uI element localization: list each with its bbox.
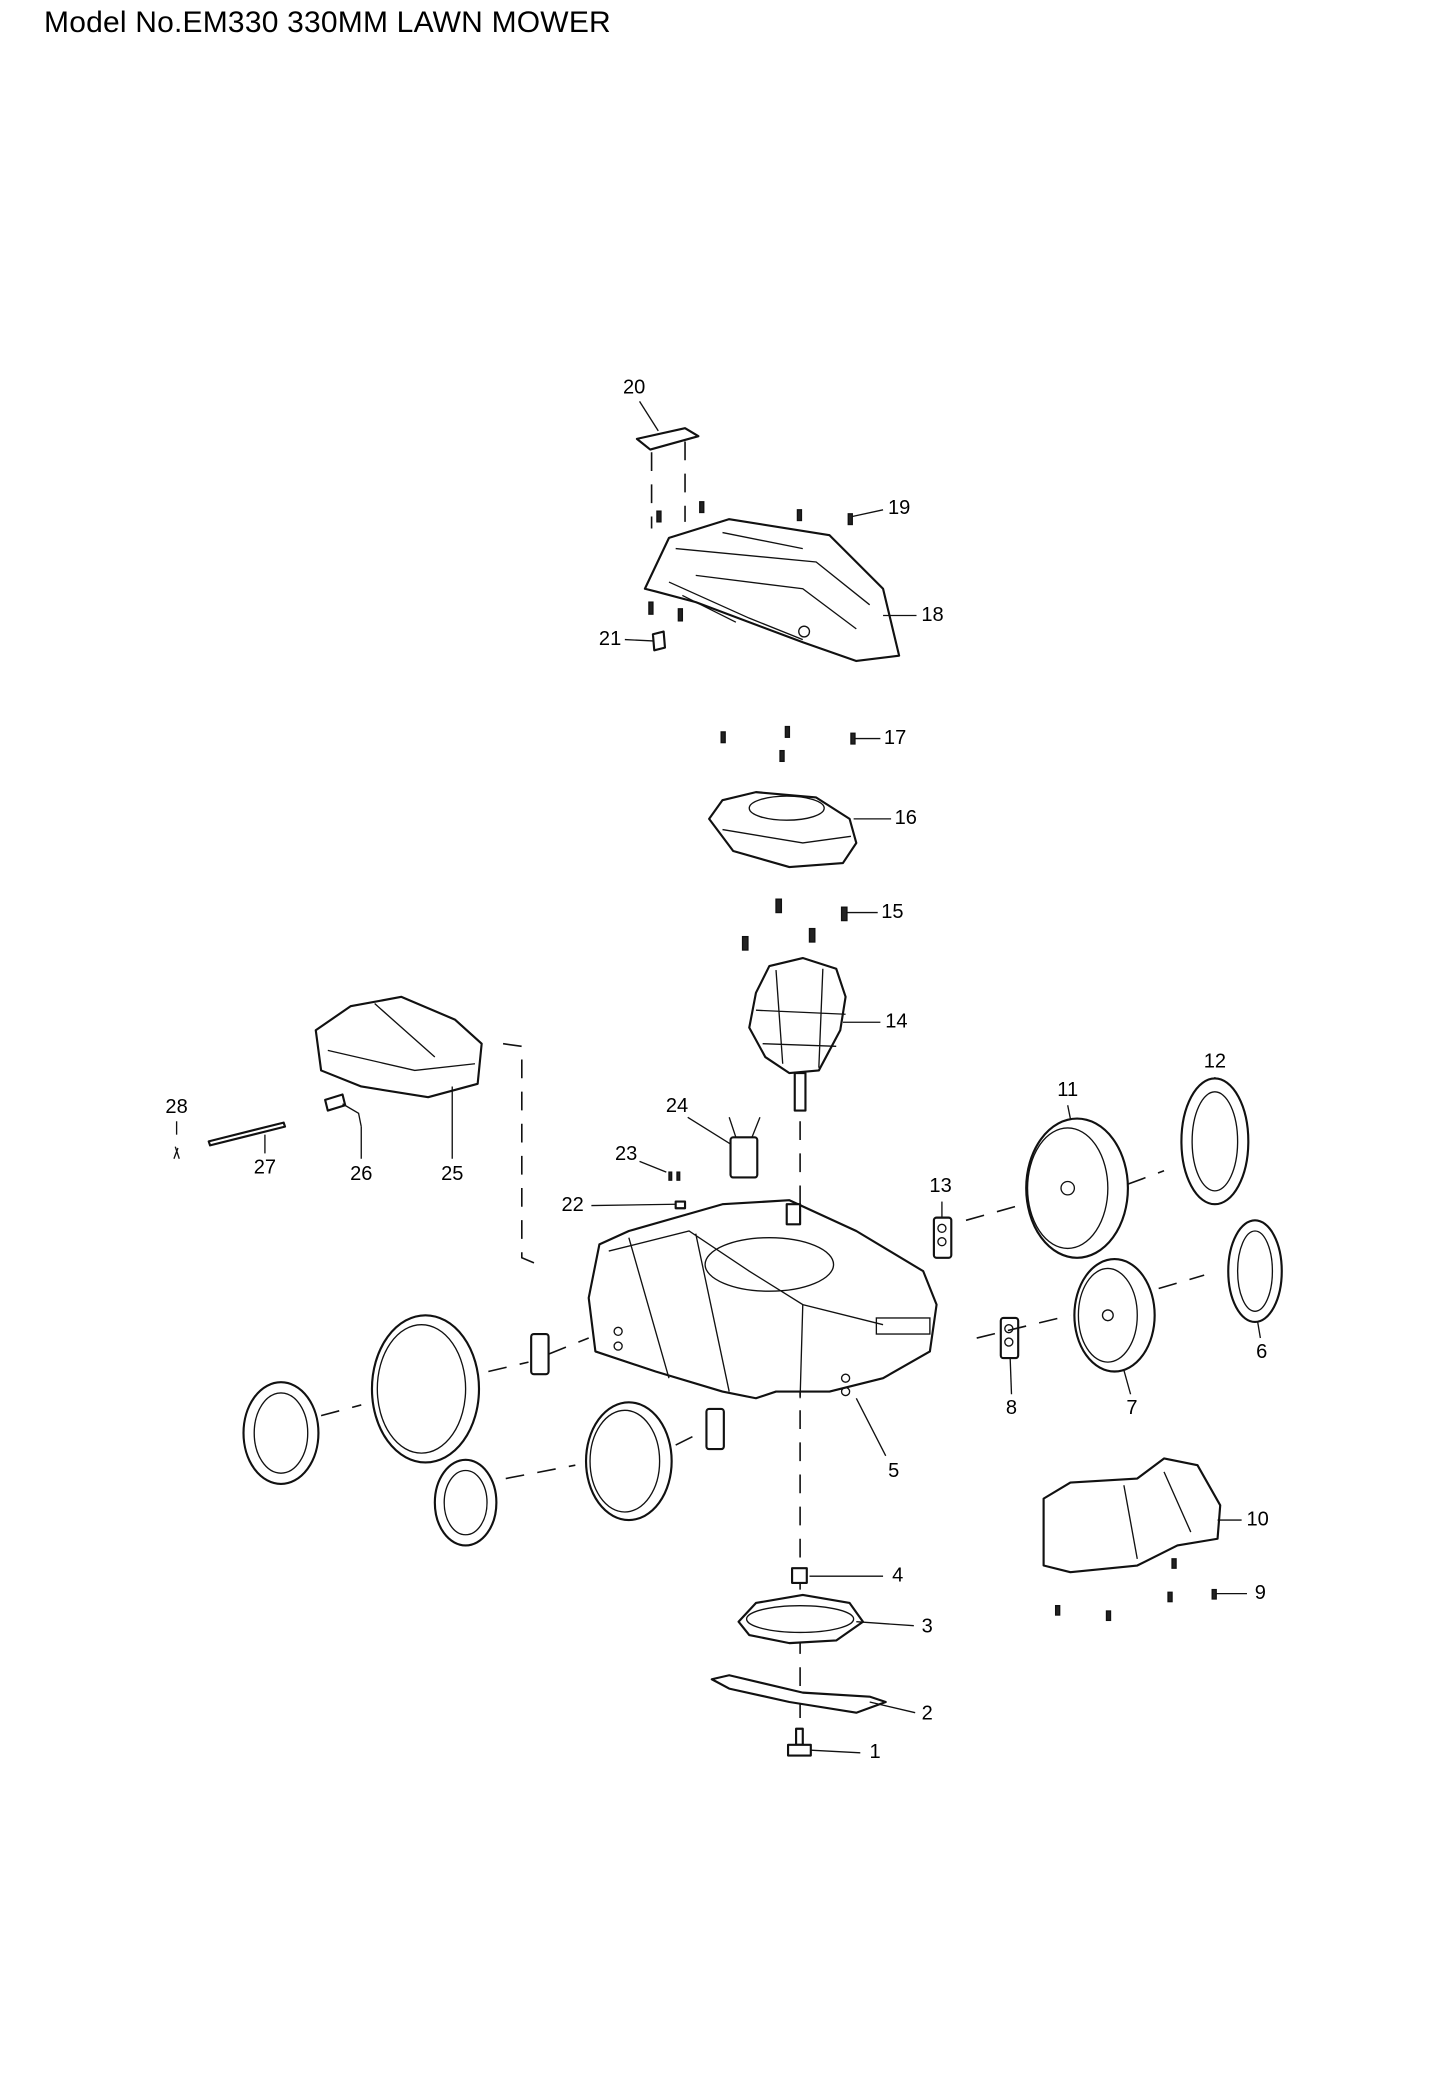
leader-line-19 xyxy=(852,509,884,518)
leader-line-1 xyxy=(810,1749,861,1754)
part-2-blade xyxy=(710,1674,887,1714)
leader-line-7 xyxy=(1123,1369,1132,1395)
part-17-screws xyxy=(720,725,856,763)
part-26-spring xyxy=(324,1093,362,1127)
leader-line-23 xyxy=(639,1160,667,1173)
part-24-capacitor xyxy=(728,1117,761,1179)
leader-line-22 xyxy=(591,1203,676,1207)
leader-line-2 xyxy=(869,1701,916,1714)
part-label-8: 8 xyxy=(1006,1397,1017,1419)
part-label-23: 23 xyxy=(615,1143,637,1165)
part-21-cable-clip xyxy=(648,601,684,652)
part-label-14: 14 xyxy=(885,1011,907,1033)
part-label-11: 11 xyxy=(1057,1079,1078,1101)
part-label-22: 22 xyxy=(561,1194,583,1216)
leader-line-21 xyxy=(624,638,653,642)
part-20-clip xyxy=(635,427,700,529)
part-label-16: 16 xyxy=(895,807,917,829)
part-13-wheel-bracket xyxy=(932,1216,953,1259)
part-label-10: 10 xyxy=(1247,1508,1269,1530)
leader-line-3 xyxy=(856,1621,914,1627)
part-label-7: 7 xyxy=(1126,1397,1137,1419)
part-11-rear-wheel xyxy=(1025,1117,1129,1259)
part-label-24: 24 xyxy=(666,1095,688,1117)
part-15-screws xyxy=(741,898,848,951)
part-label-18: 18 xyxy=(921,604,943,626)
part-6-wheel-cap xyxy=(1227,1219,1283,1324)
part-25-rear-flap xyxy=(314,995,483,1099)
part-label-6: 6 xyxy=(1256,1341,1267,1363)
leader-line-6 xyxy=(1257,1321,1262,1339)
part-label-12: 12 xyxy=(1204,1051,1226,1073)
part-label-13: 13 xyxy=(929,1175,951,1197)
part-label-3: 3 xyxy=(922,1615,933,1637)
leader-line-5 xyxy=(855,1397,887,1457)
part-label-17: 17 xyxy=(884,727,906,749)
part-8-wheel-bracket xyxy=(999,1316,1020,1360)
part-7-front-wheel xyxy=(1073,1258,1156,1373)
part-19-screws xyxy=(656,501,853,526)
part-label-2: 2 xyxy=(922,1702,933,1724)
part-label-1: 1 xyxy=(869,1741,880,1763)
part-label-19: 19 xyxy=(888,497,910,519)
part-label-21: 21 xyxy=(599,628,621,650)
leader-line-24 xyxy=(687,1116,731,1145)
leader-line-20 xyxy=(638,401,659,432)
part-5-mower-deck xyxy=(587,1199,938,1400)
part-22-switch xyxy=(674,1200,687,1210)
left-wheels xyxy=(242,1314,673,1547)
part-label-4: 4 xyxy=(892,1565,903,1587)
axle-lines xyxy=(320,1170,1205,1480)
part-1-blade-bolt xyxy=(786,1727,812,1757)
handle-axis xyxy=(502,1042,539,1266)
part-label-15: 15 xyxy=(881,901,903,923)
part-label-25: 25 xyxy=(441,1163,463,1185)
part-14-motor xyxy=(748,956,847,1112)
part-10-rear-guard xyxy=(1042,1457,1222,1574)
part-label-28: 28 xyxy=(165,1096,187,1118)
part-3-fan xyxy=(737,1593,865,1645)
leader-line-8 xyxy=(1009,1358,1013,1395)
part-labels: 1234567891011121314151617181920212223242… xyxy=(165,376,1268,1763)
part-12-wheel-cap xyxy=(1180,1077,1250,1206)
part-label-27: 27 xyxy=(254,1156,276,1178)
page-title: Model No.EM330 330MM LAWN MOWER xyxy=(44,6,611,39)
part-27-rod xyxy=(207,1121,287,1147)
part-label-9: 9 xyxy=(1255,1582,1266,1604)
leader-line-11 xyxy=(1067,1105,1072,1119)
part-label-5: 5 xyxy=(888,1460,899,1482)
part-4-blade-adaptor xyxy=(791,1567,808,1584)
part-23-screws xyxy=(668,1171,681,1181)
part-9-screws xyxy=(1054,1558,1217,1622)
part-18-top-cover xyxy=(643,518,901,663)
part-28-pin xyxy=(173,1146,180,1159)
leader-lines xyxy=(175,401,1262,1754)
part-16-motor-cover xyxy=(708,791,858,869)
part-label-20: 20 xyxy=(623,376,645,398)
part-label-26: 26 xyxy=(350,1163,372,1185)
